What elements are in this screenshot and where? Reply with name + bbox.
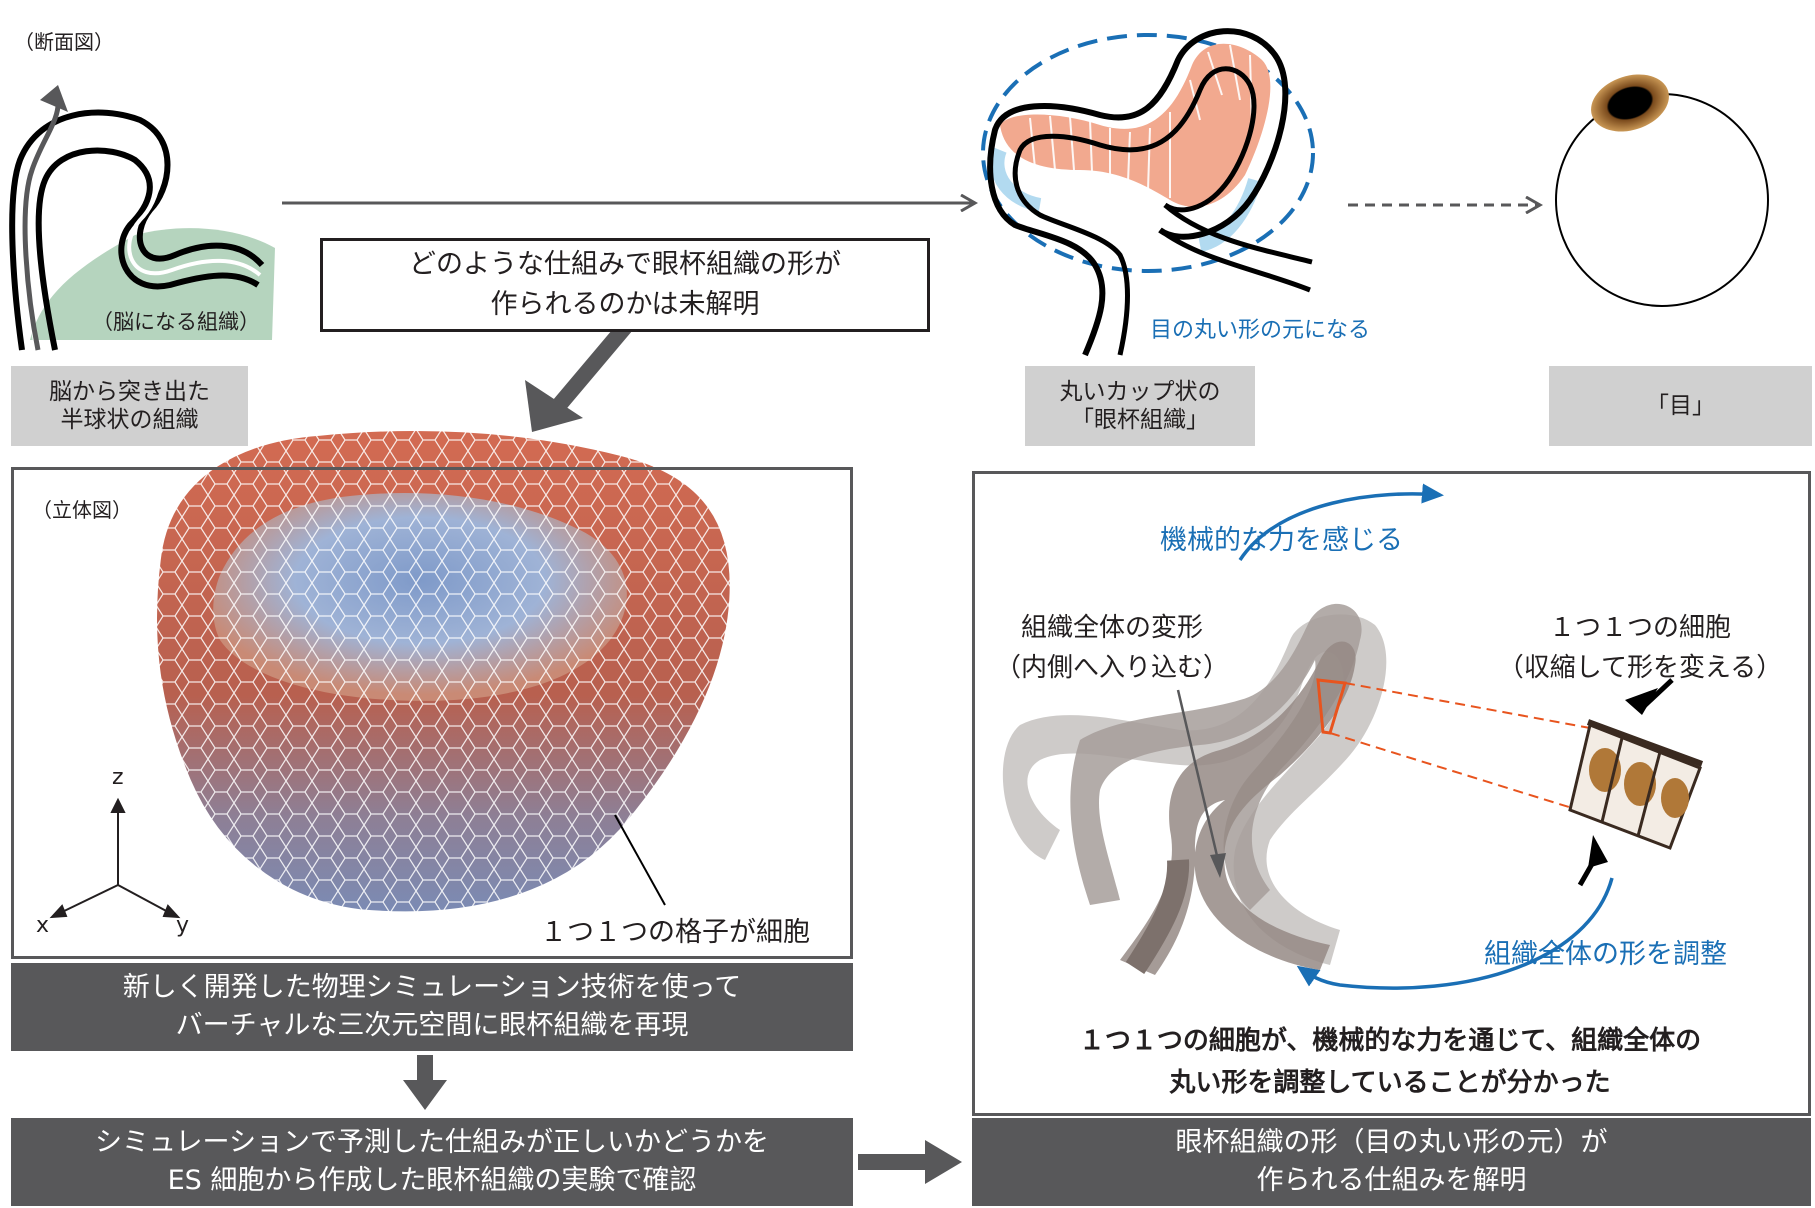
top-arrow-label: 機械的な力を感じる xyxy=(1160,525,1403,556)
eye-origin-label: 目の丸い形の元になる xyxy=(1150,318,1371,343)
experiment-bar: シミュレーションで予測した仕組みが正しいかどうかを ES 細胞から作成した眼杯組… xyxy=(11,1118,853,1206)
down-arrow-head xyxy=(403,1080,447,1110)
axis-x-label: x xyxy=(36,913,50,938)
optic-cup-cross-section xyxy=(981,28,1315,357)
tissue-deformation-label: 組織全体の変形 （内側へ入り込む） xyxy=(994,613,1229,683)
brain-tissue-label: （脳になる組織） xyxy=(92,310,260,334)
simulation-bar: 新しく開発した物理シミュレーション技術を使って バーチャルな三次元空間に眼杯組織… xyxy=(11,963,853,1051)
question-arrow-head xyxy=(525,380,583,432)
axis-y-label: y xyxy=(176,913,190,938)
perspective-label: （立体図） xyxy=(32,498,132,522)
hemisphere-cross-section xyxy=(9,85,275,351)
eye-box: 「目」 xyxy=(1549,366,1812,446)
question-box: どのような仕組みで眼杯組織の形が 作られるのかは未解明 xyxy=(320,238,930,332)
feedback-arrow-top xyxy=(1238,483,1444,561)
cell-label: １つ１つの細胞 （収縮して形を変える） xyxy=(1497,613,1783,683)
axis-indicator xyxy=(49,797,181,919)
lattice-label: １つ１つの格子が細胞 xyxy=(540,917,810,948)
cell-closeup xyxy=(1568,678,1704,887)
optic-cup-box: 丸いカップ状の 「眼杯組織」 xyxy=(1025,366,1255,446)
mechanism-panel xyxy=(972,471,1811,1116)
conclusion-text: １つ１つの細胞が、機械的な力を通じて、組織全体の 丸い形を調整していることが分か… xyxy=(1078,1026,1702,1098)
bottom-arrow-label: 組織全体の形を調整 xyxy=(1484,939,1727,970)
feedback-arrow-bottom xyxy=(1296,877,1614,990)
hemisphere-box: 脳から突き出た 半球状の組織 xyxy=(11,366,248,446)
eye-illustration xyxy=(1555,74,1769,307)
right-arrow-head xyxy=(925,1140,962,1184)
question-arrow-shaft xyxy=(548,321,632,416)
result-bar: 眼杯組織の形（目の丸い形の元）が 作られる仕組みを解明 xyxy=(972,1118,1811,1206)
axis-z-label: z xyxy=(112,765,124,790)
cross-section-label: （断面図） xyxy=(14,30,114,54)
simulation-panel xyxy=(11,467,853,959)
simulated-optic-cup xyxy=(155,429,732,913)
tissue-deformation xyxy=(1002,603,1591,975)
